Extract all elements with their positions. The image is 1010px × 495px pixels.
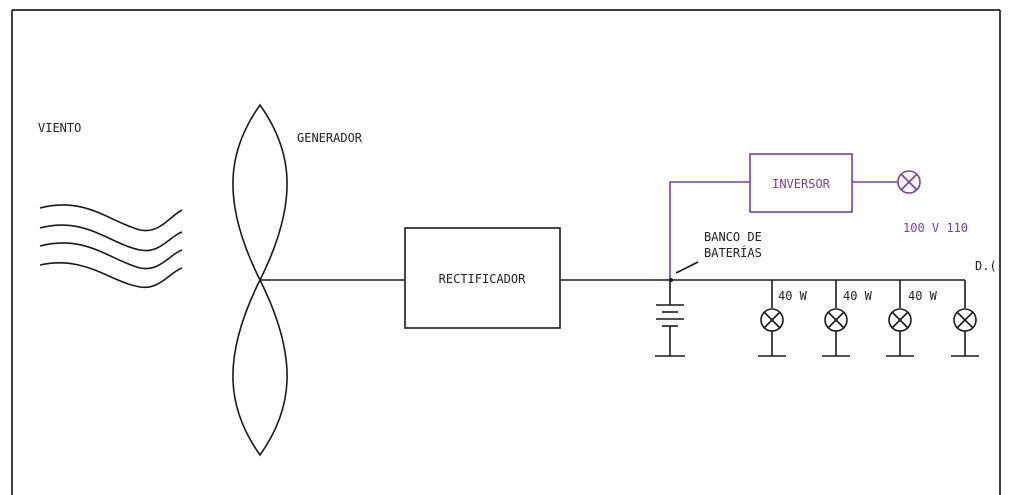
bus-to-inverter-wire xyxy=(669,181,750,280)
battery-label-line2: BATERÍAS xyxy=(704,245,762,260)
wind-lines-icon xyxy=(39,204,183,289)
load-3-label: 40 W xyxy=(908,289,938,303)
diagram-frame xyxy=(11,9,1001,495)
turbine-blades-icon xyxy=(232,103,288,457)
battery-label-leader xyxy=(675,261,699,274)
battery-label-line1: BANCO DE xyxy=(704,230,762,244)
dc-lamp-1-icon xyxy=(758,280,786,357)
ac-lamp-icon xyxy=(897,170,921,194)
dc-lamp-4-icon xyxy=(951,280,979,357)
wind-label: VIENTO xyxy=(38,121,81,135)
rectifier-box xyxy=(404,227,561,329)
generator-label: GENERADOR xyxy=(297,131,363,145)
ac-output-label: 100 V 110 xyxy=(903,221,968,235)
rectifier-label: RECTIFICADOR xyxy=(439,272,526,286)
dc-lamp-2-icon xyxy=(822,280,850,357)
load-1-label: 40 W xyxy=(778,289,808,303)
battery-icon xyxy=(655,280,685,357)
dc-label: D.( xyxy=(975,259,997,273)
inverter-label: INVERSOR xyxy=(772,177,831,191)
inverter-box xyxy=(749,153,853,213)
dc-lamp-3-icon xyxy=(886,280,914,357)
load-2-label: 40 W xyxy=(843,289,873,303)
